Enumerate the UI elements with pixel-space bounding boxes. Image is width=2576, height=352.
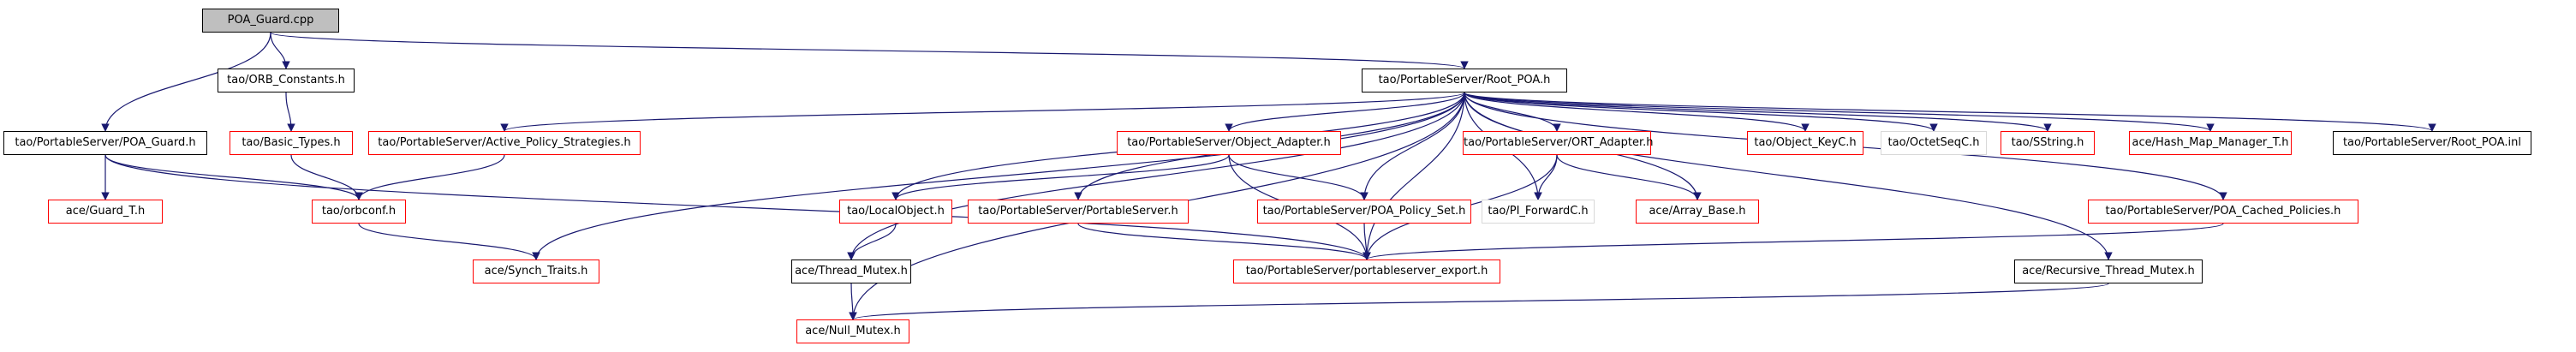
node-poa-policy-set[interactable]: tao/PortableServer/POA_Policy_Set.h — [1257, 200, 1471, 224]
node-recursive-thread-mutex[interactable]: ace/Recursive_Thread_Mutex.h — [2014, 260, 2203, 283]
edge-poa_guard_cpp-to-poa_guard_h — [101, 32, 271, 132]
edge-poa_guard_cpp-to-root_poa_h — [270, 32, 1469, 69]
edge-root_poa_h-to-recursive_thread_mutex — [1464, 92, 2113, 260]
node-poa-guard-h[interactable]: tao/PortableServer/POA_Guard.h — [3, 131, 207, 155]
edge-recursive_thread_mutex-to-null_mutex — [849, 283, 2109, 320]
node-portableserver-h[interactable]: tao/PortableServer/PortableServer.h — [968, 200, 1189, 224]
node-synch-traits[interactable]: ace/Synch_Traits.h — [473, 260, 599, 283]
node-guard-t[interactable]: ace/Guard_T.h — [48, 200, 163, 224]
node-basic-types[interactable]: tao/Basic_Types.h — [230, 131, 353, 155]
node-sstring[interactable]: tao/SString.h — [2001, 131, 2095, 155]
edge-localobject-to-thread_mutex — [847, 223, 897, 260]
edge-poa_guard_cpp-to-orb_constants — [270, 32, 290, 69]
edge-orb_constants-to-basic_types — [285, 92, 295, 132]
node-pi-forwardc: tao/PI_ForwardC.h — [1482, 200, 1595, 224]
edge-poa_guard_h-to-ps_export — [104, 154, 1371, 260]
edge-object_adapter-to-poa_policy_set — [1228, 154, 1368, 200]
node-object-keyc[interactable]: tao/Object_KeyC.h — [1747, 131, 1863, 155]
edge-active_policy-to-orbconf — [355, 154, 505, 200]
edge-root_poa_h-to-hash_map — [1464, 92, 2215, 132]
node-hash-map[interactable]: ace/Hash_Map_Manager_T.h — [2129, 131, 2292, 155]
node-orb-constants[interactable]: tao/ORB_Constants.h — [218, 69, 355, 92]
node-octetseqc: tao/OctetSeqC.h — [1881, 131, 1987, 155]
node-thread-mutex[interactable]: ace/Thread_Mutex.h — [791, 260, 911, 283]
edge-root_poa_h-to-octetseqc — [1464, 92, 1938, 132]
edge-poa_cached_policies-to-ps_export — [1363, 223, 2224, 260]
edge-poa_policy_set-to-ps_export — [1363, 223, 1371, 260]
edge-portableserver_h-to-ps_export — [1077, 223, 1371, 260]
node-null-mutex[interactable]: ace/Null_Mutex.h — [796, 319, 909, 343]
node-poa-guard-cpp[interactable]: POA_Guard.cpp — [202, 9, 339, 33]
edge-root_poa_h-to-ps_export — [1363, 92, 1465, 260]
edge-root_poa_h-to-root_poa_inl — [1464, 92, 2436, 132]
edge-root_poa_h-to-sstring — [1464, 92, 2052, 132]
edge-poa_guard_h-to-orbconf — [104, 154, 363, 200]
edge-root_poa_h-to-active_policy — [500, 92, 1465, 132]
edge-root_poa_h-to-object_adapter — [1225, 92, 1465, 132]
edge-thread_mutex-to-null_mutex — [849, 283, 857, 320]
edge-root_poa_h-to-poa_policy_set — [1360, 92, 1465, 200]
node-ort-adapter[interactable]: tao/PortableServer/ORT_Adapter.h — [1463, 131, 1654, 155]
node-array-base[interactable]: ace/Array_Base.h — [1636, 200, 1759, 224]
edge-ort_adapter-to-array_base — [1556, 154, 1702, 200]
node-active-policy[interactable]: tao/PortableServer/Active_Policy_Strateg… — [368, 131, 641, 155]
node-root-poa-h[interactable]: tao/PortableServer/Root_POA.h — [1362, 69, 1567, 92]
node-object-adapter[interactable]: tao/PortableServer/Object_Adapter.h — [1117, 131, 1341, 155]
node-ps-export[interactable]: tao/PortableServer/portableserver_export… — [1233, 260, 1500, 283]
edge-ort_adapter-to-pi_forwardc — [1534, 154, 1558, 200]
edge-root_poa_h-to-object_keyc — [1464, 92, 1810, 132]
edge-root_poa_h-to-synch_traits — [532, 92, 1465, 260]
edge-root_poa_h-to-thread_mutex — [847, 92, 1465, 260]
node-poa-cached-policies[interactable]: tao/PortableServer/POA_Cached_Policies.h — [2088, 200, 2358, 224]
node-localobject[interactable]: tao/LocalObject.h — [839, 200, 952, 224]
edge-orbconf-to-synch_traits — [358, 223, 540, 260]
edge-object_adapter-to-localobject — [891, 154, 1230, 200]
node-root-poa-inl[interactable]: tao/PortableServer/Root_POA.inl — [2333, 131, 2531, 155]
node-orbconf[interactable]: tao/orbconf.h — [312, 200, 406, 224]
